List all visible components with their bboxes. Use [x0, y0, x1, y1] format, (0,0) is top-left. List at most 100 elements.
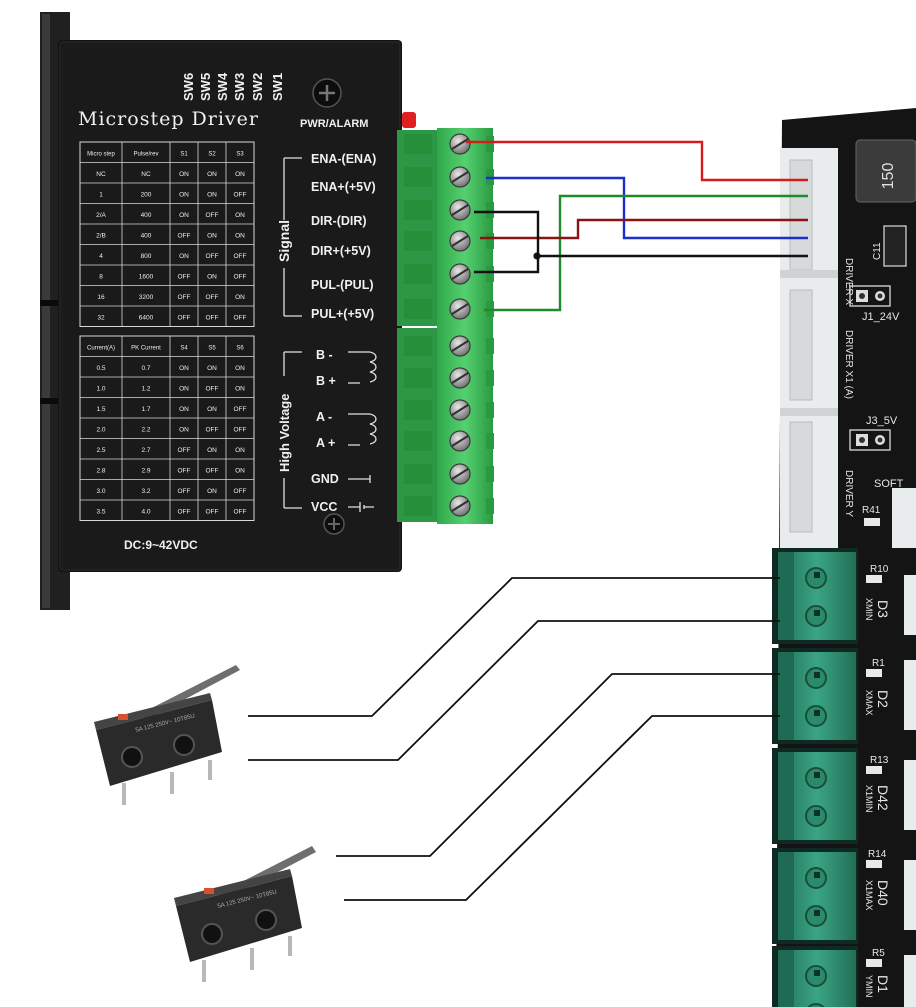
table-header-cell: S3 [236, 151, 244, 157]
terminal-label-a-plus: A + [316, 436, 335, 450]
table-cell: OFF [234, 314, 247, 321]
switch-label: SW4 [215, 72, 230, 101]
table-cell: OFF [178, 232, 191, 239]
table-cell: 3.5 [96, 508, 105, 515]
table-cell: OFF [234, 426, 247, 433]
table-cell: 1600 [139, 273, 154, 280]
table-cell: OFF [206, 426, 219, 433]
x1max-label: X1MAX [864, 880, 874, 911]
table-cell: OFF [206, 294, 219, 301]
table-cell: ON [179, 365, 189, 372]
table-cell: 32 [97, 314, 105, 321]
driver-x-label: DRIVER X [843, 258, 854, 306]
signal-terminal-block [397, 128, 494, 326]
controller-board: 150 C11 DRIVER X J1_24V DRIVER X1 (A) J3… [772, 108, 916, 1007]
wire-xmax-2 [344, 715, 780, 901]
table-cell: 3200 [139, 294, 154, 301]
d40-label: D40 [875, 880, 891, 906]
switch-label: SW2 [250, 73, 265, 101]
terminal-label-ena-minus: ENA-(ENA) [311, 152, 376, 166]
table-cell: 2/B [96, 232, 106, 239]
d3-label: D3 [875, 600, 891, 618]
table-cell: 1 [99, 191, 103, 198]
table-cell: ON [207, 171, 217, 178]
table-cell: ON [179, 253, 189, 260]
terminal-label-gnd: GND [311, 472, 339, 486]
table-cell: ON [207, 232, 217, 239]
wire-pul-plus [484, 194, 808, 312]
table-cell: 2.7 [141, 447, 150, 454]
switch-labels: SW6 SW5 SW4 SW3 SW2 SW1 [181, 72, 285, 101]
table-cell: OFF [234, 508, 247, 515]
table-header-cell: PK Current [131, 345, 161, 351]
j3-label: J3_5V [866, 415, 898, 427]
r41-label: R41 [862, 505, 881, 516]
ground-icon [348, 475, 371, 483]
terminal-label-b-plus: B + [316, 374, 336, 388]
switch-label: SW1 [270, 73, 285, 101]
r5-label: R5 [872, 948, 885, 959]
table-header-cell: S6 [236, 345, 244, 351]
table-cell: 3.0 [96, 488, 105, 495]
high-voltage-group-label: High Voltage [277, 394, 292, 472]
wire-dir-plus [480, 218, 808, 240]
table-cell: ON [207, 191, 217, 198]
j1-label: J1_24V [862, 311, 900, 323]
table-cell: 200 [141, 191, 152, 198]
table-cell: OFF [234, 253, 247, 260]
wire-ena-minus [466, 140, 808, 182]
driver-y-label: DRIVER Y [843, 470, 854, 517]
table-cell: OFF [178, 508, 191, 515]
table-cell: OFF [234, 488, 247, 495]
d42-label: D42 [875, 785, 891, 811]
table-cell: ON [235, 171, 245, 178]
table-cell: OFF [234, 191, 247, 198]
c11-label: C11 [872, 242, 883, 260]
switch-wires [248, 577, 780, 901]
coil-a-icon [348, 413, 377, 446]
table-header-cell: S1 [180, 151, 188, 157]
table-cell: OFF [234, 273, 247, 280]
xmax-label: XMAX [864, 690, 874, 716]
terminal-label-dir-minus: DIR-(DIR) [311, 214, 367, 228]
r14-label: R14 [868, 849, 887, 860]
table-cell: ON [179, 212, 189, 219]
table-cell: NC [141, 171, 151, 178]
table-cell: 2/A [96, 212, 106, 219]
inductor-label: 150 [880, 163, 897, 190]
table-cell: ON [235, 447, 245, 454]
table-cell: ON [207, 447, 217, 454]
power-terminal-block [397, 326, 494, 524]
r10-label: R10 [870, 564, 889, 575]
table-cell: 400 [141, 212, 152, 219]
table-cell: 1.7 [141, 406, 150, 413]
table-cell: NC [96, 171, 106, 178]
table-cell: 4 [99, 253, 103, 260]
table-cell: 3.2 [141, 488, 150, 495]
switch-label: SW5 [198, 73, 213, 101]
table-cell: ON [179, 191, 189, 198]
table-cell: ON [207, 406, 217, 413]
d2-label: D2 [875, 690, 891, 708]
table-header-cell: Current(A) [87, 345, 115, 351]
table-cell: ON [235, 294, 245, 301]
wire-ena-plus [486, 176, 808, 240]
wire-xmax-1 [336, 673, 780, 857]
table-header-cell: S5 [208, 345, 216, 351]
driver-x1-label: DRIVER X1 (A) [843, 330, 854, 399]
terminal-label-b-minus: B - [316, 348, 333, 362]
voltage-label: DC:9~42VDC [124, 538, 198, 552]
table-cell: ON [207, 365, 217, 372]
table-cell: 6400 [139, 314, 154, 321]
stepper-driver: Microstep Driver SW6 SW5 SW4 SW3 SW2 SW1… [40, 12, 416, 610]
table-cell: 0.5 [96, 365, 105, 372]
driver-title: Microstep Driver [78, 108, 259, 130]
table-cell: OFF [206, 385, 219, 392]
table-header-cell: S4 [180, 345, 188, 351]
x1min-label: X1MIN [864, 785, 874, 813]
table-cell: 0.7 [141, 365, 150, 372]
table-cell: ON [235, 212, 245, 219]
wire-dir-minus [474, 210, 540, 274]
